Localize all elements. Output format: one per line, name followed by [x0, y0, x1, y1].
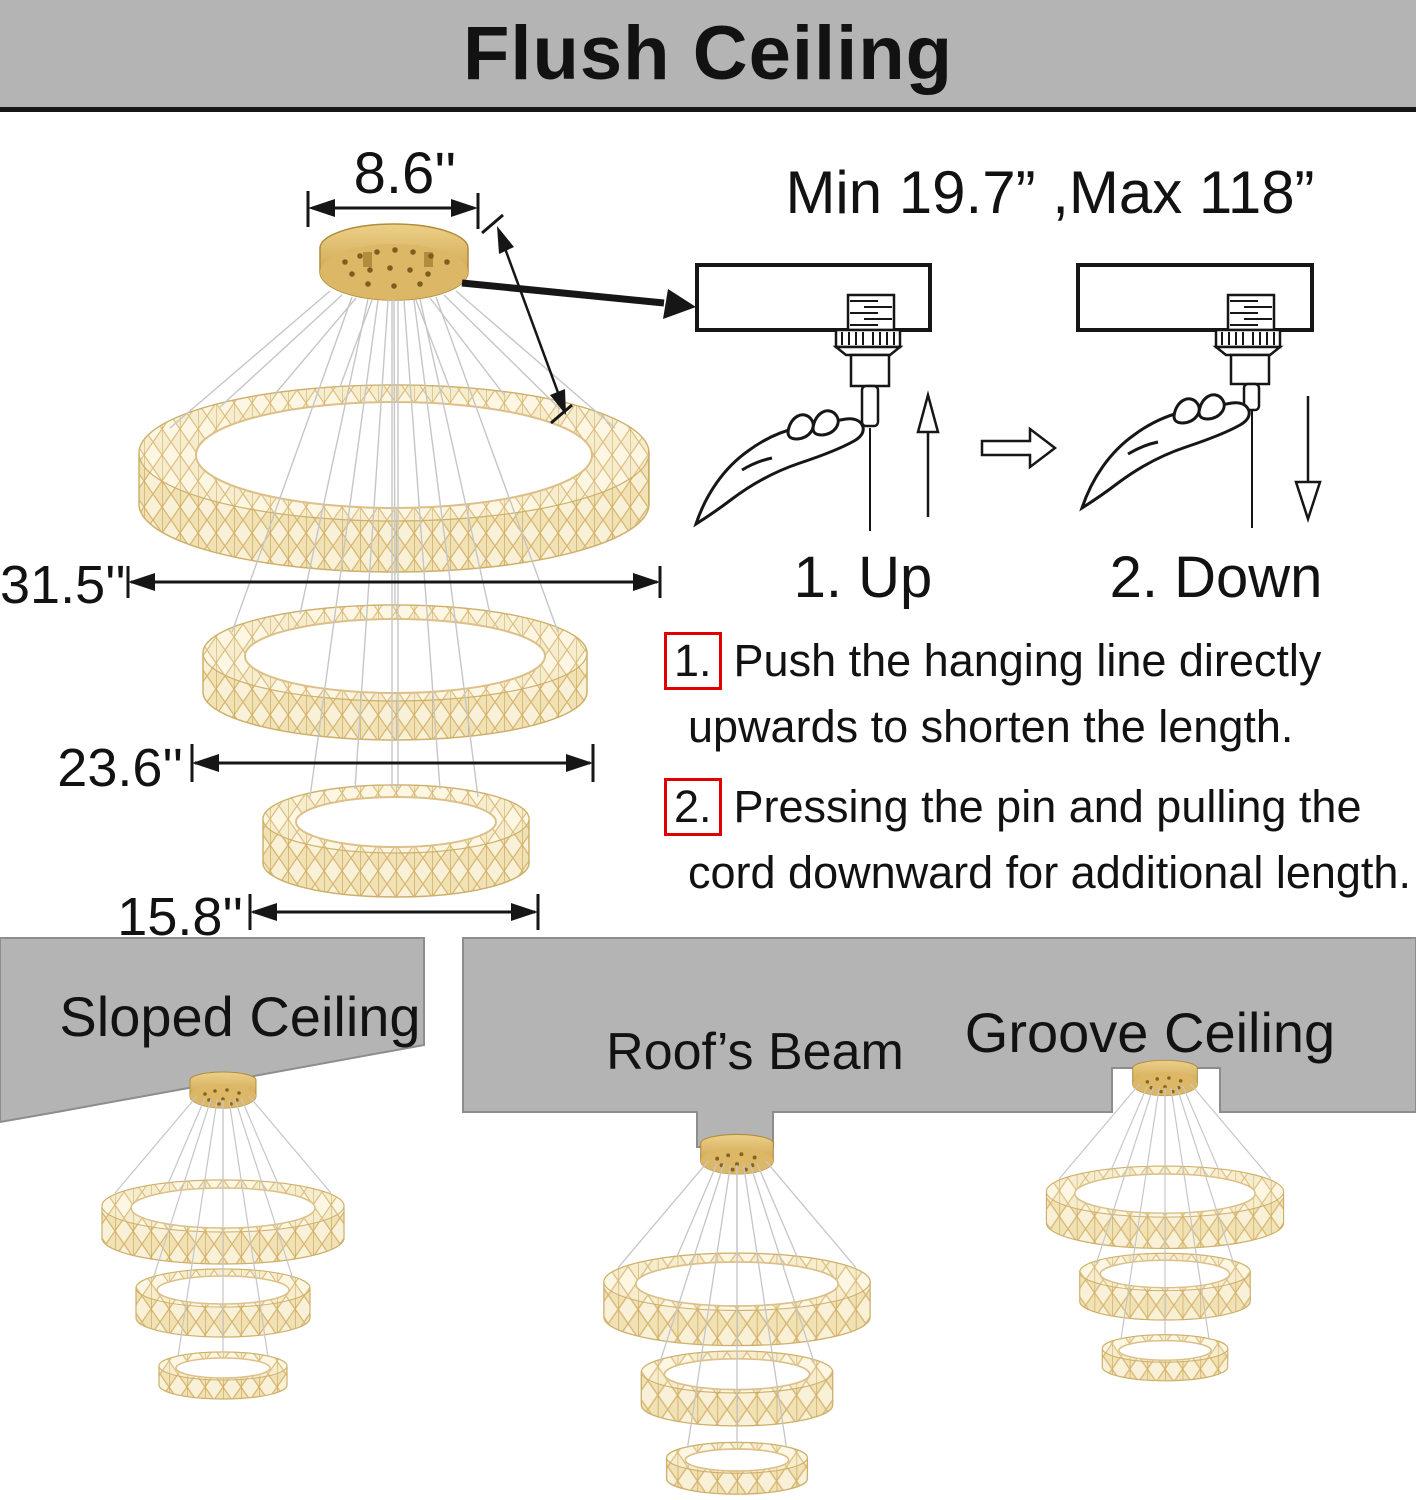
down-arrow-icon	[1294, 396, 1322, 524]
mount-diagram-up	[694, 263, 940, 531]
instruction-step-1: 1.Push the hanging line directly upwards…	[664, 628, 1416, 760]
option-label-groove-ceiling: Groove Ceiling	[964, 1001, 1336, 1064]
step-2-line-1: Pressing the pin and pulling the	[733, 781, 1362, 832]
chandelier-sloped	[101, 1071, 345, 1400]
ring-medium-width-arrow	[190, 744, 595, 782]
page-title: Flush Ceiling	[462, 11, 954, 96]
dim-label-ring-medium: 23.6''	[57, 738, 183, 798]
dim-label-canopy: 8.6''	[353, 141, 457, 206]
instructions: 1.Push the hanging line directly upwards…	[664, 628, 1416, 920]
chandelier-beam	[603, 1133, 871, 1495]
dim-label-ring-small: 15.8''	[117, 887, 243, 947]
hanging-cables	[169, 290, 616, 798]
ring-small	[262, 784, 530, 898]
ring-small-width-arrow	[248, 894, 540, 930]
canopy	[319, 223, 469, 301]
drop-height-arrow	[481, 213, 573, 425]
ring-large-width-arrow	[126, 566, 662, 598]
mount-diagram-down	[1076, 263, 1322, 528]
top-banner: Flush Ceiling	[0, 0, 1416, 112]
step-1-line-2: upwards to shorten the length.	[688, 701, 1294, 752]
dim-label-ring-large: 31.5''	[0, 555, 126, 615]
right-arrow-icon	[980, 426, 1058, 470]
step-1-badge: 1.	[664, 632, 722, 690]
cord-adjuster	[1212, 293, 1284, 528]
up-arrow-icon	[916, 390, 940, 517]
hand-pull-icon	[1080, 393, 1251, 510]
step-up-label: 1. Up	[793, 545, 933, 610]
step-1-line-1: Push the hanging line directly	[733, 635, 1322, 686]
instruction-step-2: 2.Pressing the pin and pulling the cord …	[664, 774, 1416, 906]
ring-medium	[202, 604, 588, 741]
cord-adjuster	[832, 293, 904, 531]
hand-push-icon	[694, 409, 865, 526]
option-label-sloped-ceiling: Sloped Ceiling	[59, 985, 421, 1048]
main-chandelier	[138, 223, 650, 898]
step-2-badge: 2.	[664, 778, 722, 836]
canopy-width-arrow	[306, 191, 480, 229]
ceiling-box	[1076, 263, 1314, 332]
step-down-label: 2. Down	[1109, 545, 1323, 610]
option-label-roofs-beam: Roof’s Beam	[606, 1023, 904, 1081]
step-2-line-2: cord downward for additional length.	[688, 847, 1411, 898]
drop-range-title: Min 19.7” ,Max 118”	[785, 159, 1315, 226]
canopy-pointer-arrow	[461, 279, 696, 319]
beam-and-groove-ceiling-shape	[462, 937, 1416, 1148]
